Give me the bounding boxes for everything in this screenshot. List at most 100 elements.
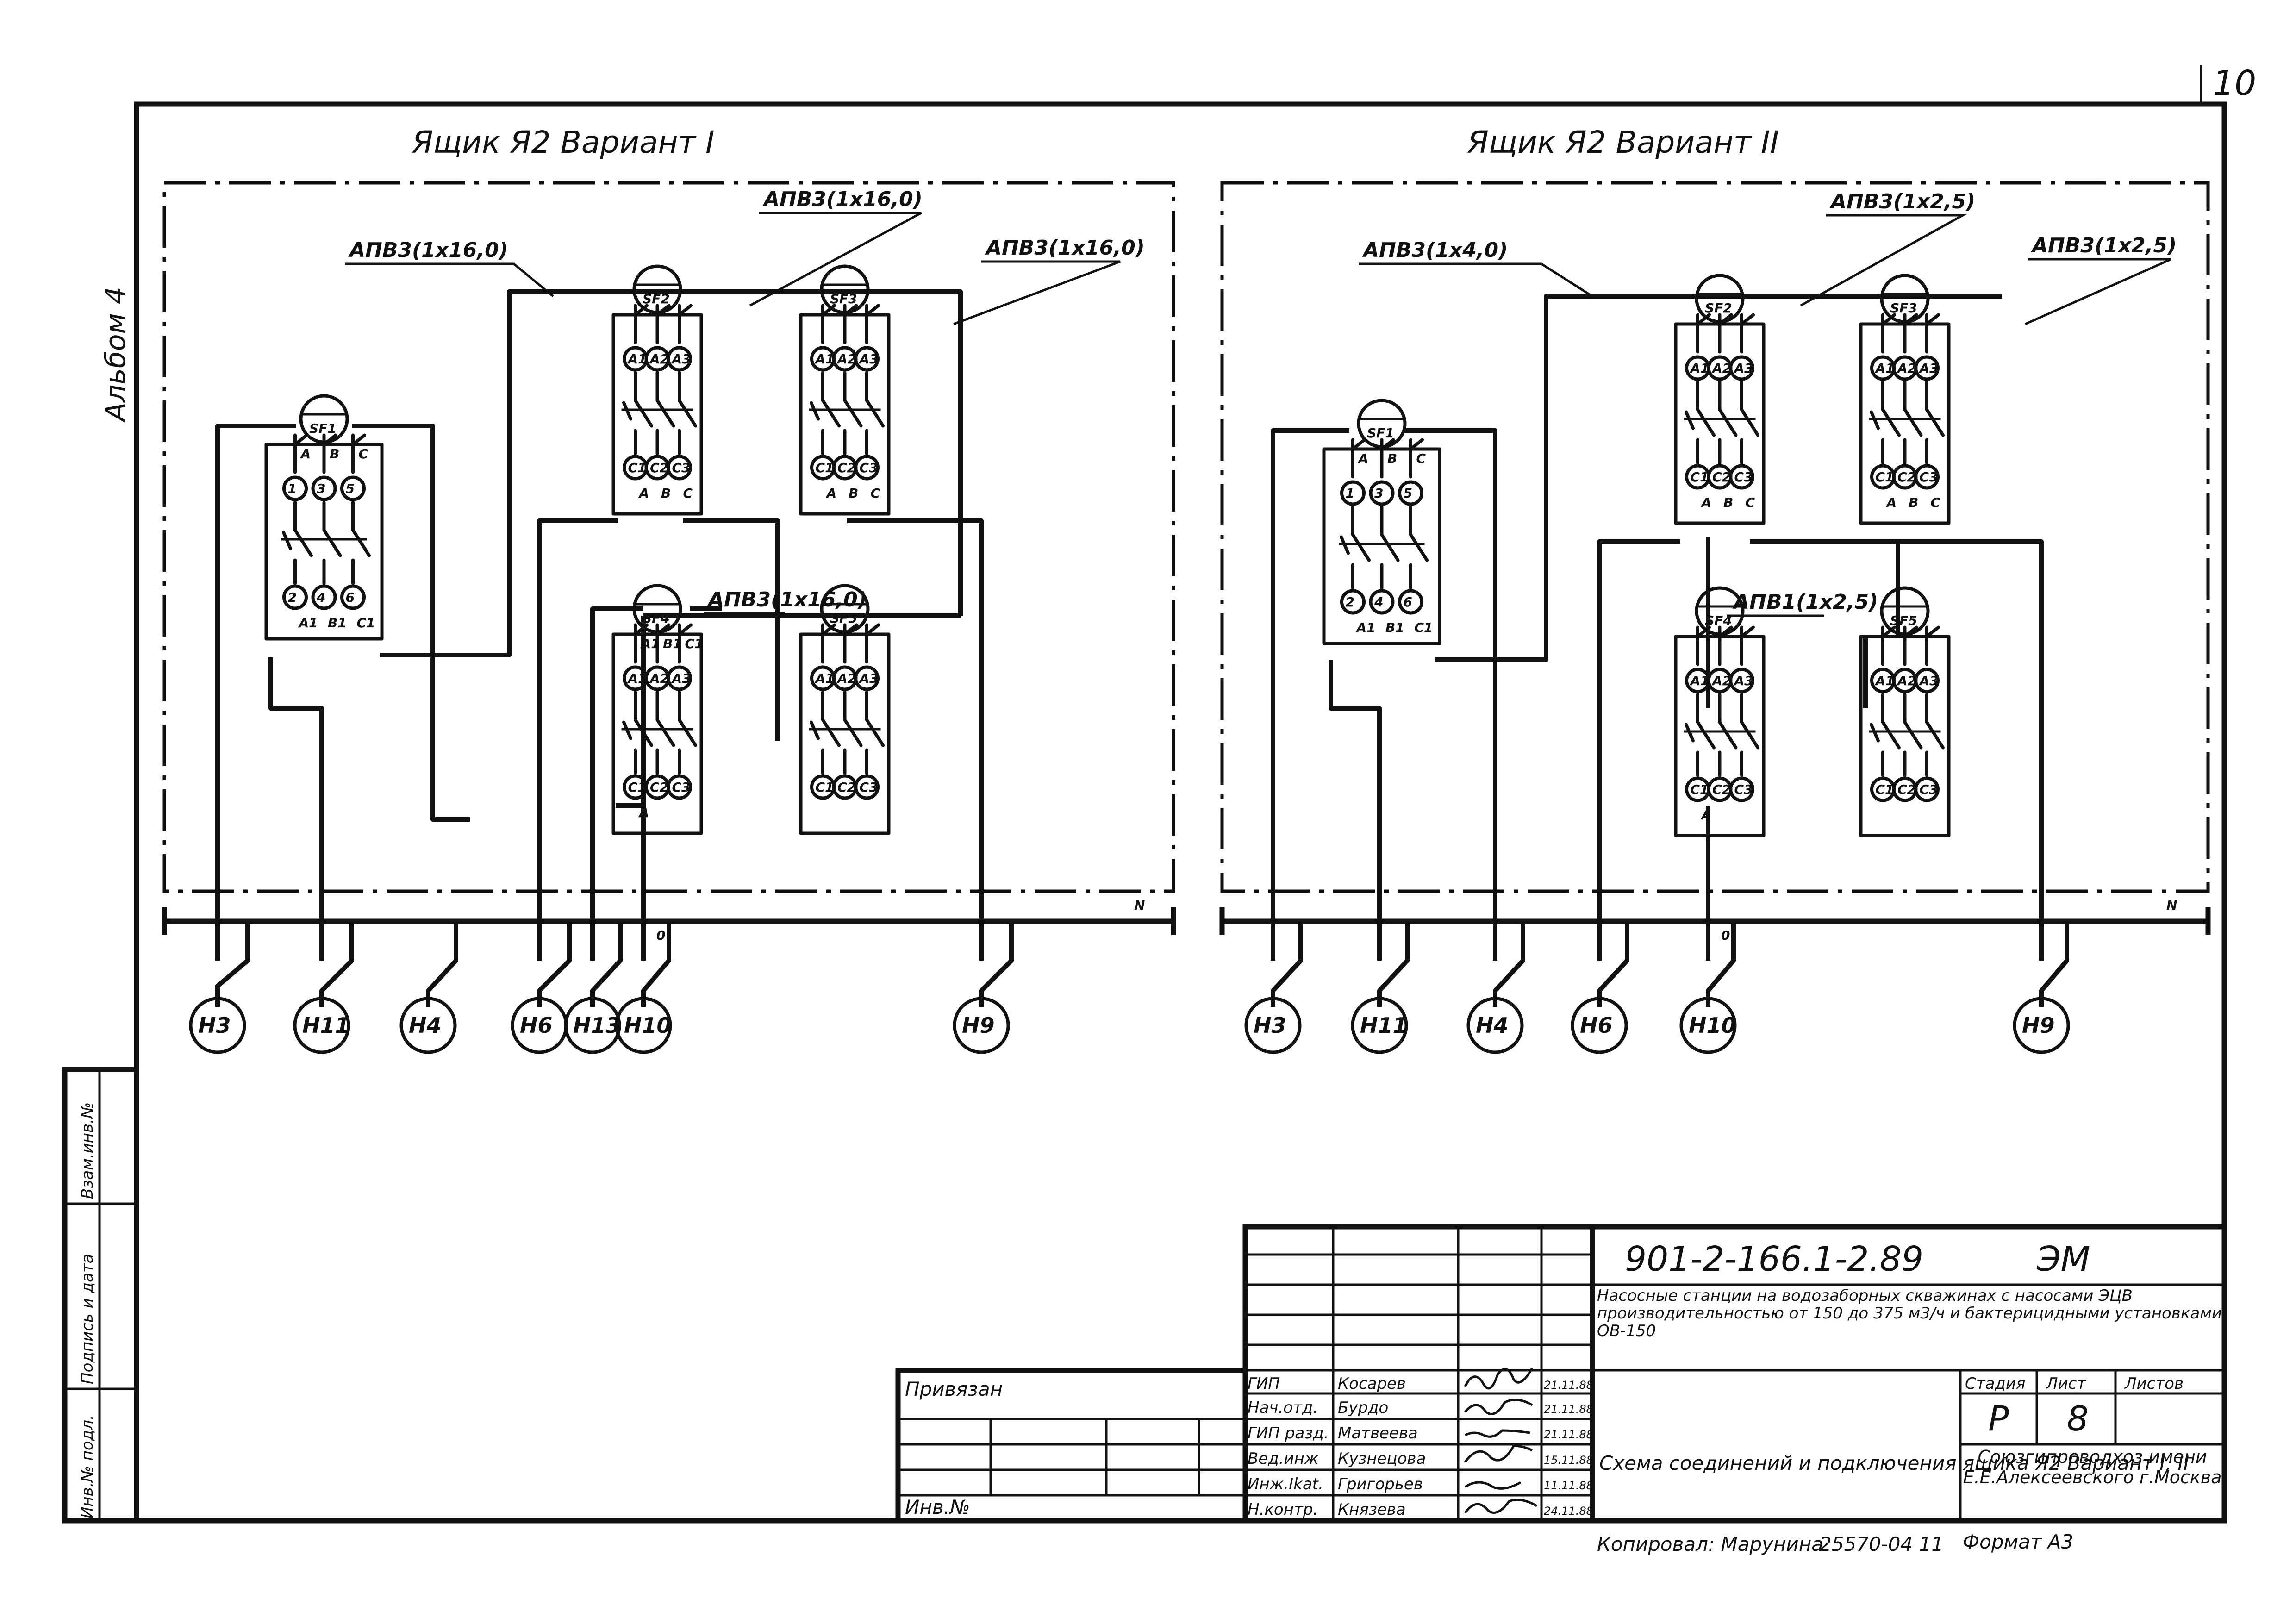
lead xyxy=(1881,625,1896,638)
v1-terminal-5: Н13 xyxy=(564,997,621,1054)
phase-label: А xyxy=(826,486,837,501)
breaker-name: SF3 xyxy=(830,291,857,306)
lead xyxy=(843,304,858,317)
contact-blade xyxy=(1925,720,1945,750)
terminal-pin-label: А1 xyxy=(1690,361,1710,376)
v2-terminal-1: Н3 xyxy=(1244,997,1302,1054)
lead xyxy=(1718,625,1733,638)
terminal-circle xyxy=(189,997,246,1054)
v1-cable-1: АПВ3(1х16,0) xyxy=(348,238,508,262)
contact-blade xyxy=(1696,720,1716,750)
lead xyxy=(1740,625,1755,638)
sheet-header: Лист xyxy=(2045,1374,2086,1393)
phase-label: В xyxy=(661,486,671,501)
v2-terminal-4: Н6 xyxy=(1571,997,1628,1054)
lead xyxy=(1903,313,1918,326)
variant-2-title: Ящик Я2 Вариант II xyxy=(1467,125,1779,160)
date-6: 24.11.88 xyxy=(1544,1505,1593,1518)
terminal-pin-label: С1 xyxy=(628,460,647,475)
contact-blade xyxy=(351,528,371,557)
terminal-pin xyxy=(1398,480,1423,506)
v2-terminal-3: Н4 xyxy=(1466,997,1524,1054)
lead xyxy=(821,623,836,636)
contact-blade xyxy=(1740,408,1759,437)
terminal-pin-label: А1 xyxy=(627,671,647,686)
variant-2-neutral-bus xyxy=(1219,907,2211,935)
terminal-pin-label: 6 xyxy=(346,590,355,605)
terminal-pin xyxy=(854,774,880,800)
terminal-label: Н9 xyxy=(2022,1013,2055,1038)
terminal-label: Н3 xyxy=(198,1013,231,1038)
terminal-pin-label: А1 xyxy=(1875,361,1895,376)
terminal-pin xyxy=(340,584,366,610)
terminal-pin-label: 2 xyxy=(1346,594,1354,610)
contact-blade xyxy=(655,399,675,428)
terminal-pin xyxy=(1914,668,1940,693)
terminal-circle xyxy=(293,997,350,1054)
v1-terminal-6: Н10 xyxy=(615,997,672,1054)
vzam-label: Взам.инв.№ xyxy=(78,1102,97,1199)
v1-terminal-2: Н11 xyxy=(293,997,350,1054)
terminal-pin-label: С3 xyxy=(1920,469,1938,485)
signatures xyxy=(1464,1367,1538,1514)
lead xyxy=(865,304,880,317)
terminal-label: Н10 xyxy=(1689,1013,1736,1038)
archive-number: 25570-04 11 xyxy=(1819,1533,1944,1555)
terminal-pin xyxy=(667,774,692,800)
lead xyxy=(634,304,649,317)
date-1: 21.11.88 xyxy=(1544,1379,1593,1392)
lead xyxy=(1903,625,1918,638)
terminal-pin xyxy=(854,665,880,691)
v1-zero-mark: 0 xyxy=(656,928,665,943)
phase-label: А xyxy=(1358,451,1369,466)
terminal-pin xyxy=(854,455,880,481)
v2-terminal-2: Н11 xyxy=(1351,997,1408,1054)
terminal-pin-label: С3 xyxy=(672,460,691,475)
phase-label: А xyxy=(1701,807,1712,823)
contact-blade xyxy=(1409,533,1429,562)
contact-blade xyxy=(678,399,697,428)
lead xyxy=(1409,438,1424,451)
album-label: Альбом 4 xyxy=(100,287,132,423)
terminal-pin-label: С2 xyxy=(837,460,856,475)
v1-cable-2: АПВ3(1х16,0) xyxy=(762,187,923,211)
terminal-pin-label: А2 xyxy=(836,671,856,686)
lead xyxy=(634,623,649,636)
podpis-label: Подпись и дата xyxy=(78,1254,97,1384)
terminal-pin-label: С1 xyxy=(1691,782,1709,797)
contact-blade xyxy=(1351,533,1371,562)
lead xyxy=(843,623,858,636)
contact-blade xyxy=(1903,408,1923,437)
contact-blade xyxy=(843,399,863,428)
contact-blade xyxy=(634,399,653,428)
contact-blade xyxy=(865,399,885,428)
project-description: Насосные станции на водозаборных скважин… xyxy=(1597,1287,2222,1340)
role-4: Вед.инж xyxy=(1248,1449,1319,1468)
phase-label: С xyxy=(683,486,693,501)
terminal-pin-label: 4 xyxy=(1374,594,1383,610)
phase-label: А xyxy=(638,486,649,501)
terminal-label: Н6 xyxy=(520,1013,553,1038)
v1-terminal-1: Н3 xyxy=(189,997,246,1054)
name-2: Бурдо xyxy=(1338,1399,1388,1417)
contact-blade xyxy=(1696,408,1716,437)
doc-number: 901-2-166.1-2.89 xyxy=(1625,1239,1923,1279)
terminal-circle xyxy=(615,997,672,1054)
date-2: 21.11.88 xyxy=(1544,1403,1593,1416)
lead xyxy=(322,433,337,446)
terminal-pin xyxy=(1340,589,1366,615)
inv-no-label: Инв.№ xyxy=(905,1496,970,1518)
terminal-pin-label: С3 xyxy=(860,460,878,475)
trip-mark xyxy=(622,720,632,740)
terminal-pin xyxy=(282,584,308,610)
phase-label: А1 xyxy=(298,615,318,631)
v2-cable-3: АПВ3(1х2,5) xyxy=(2031,234,2177,257)
phase-label: В1 xyxy=(1385,620,1404,635)
terminal-pin xyxy=(1729,776,1754,802)
contact-blade xyxy=(1903,720,1923,750)
lead xyxy=(351,433,366,446)
